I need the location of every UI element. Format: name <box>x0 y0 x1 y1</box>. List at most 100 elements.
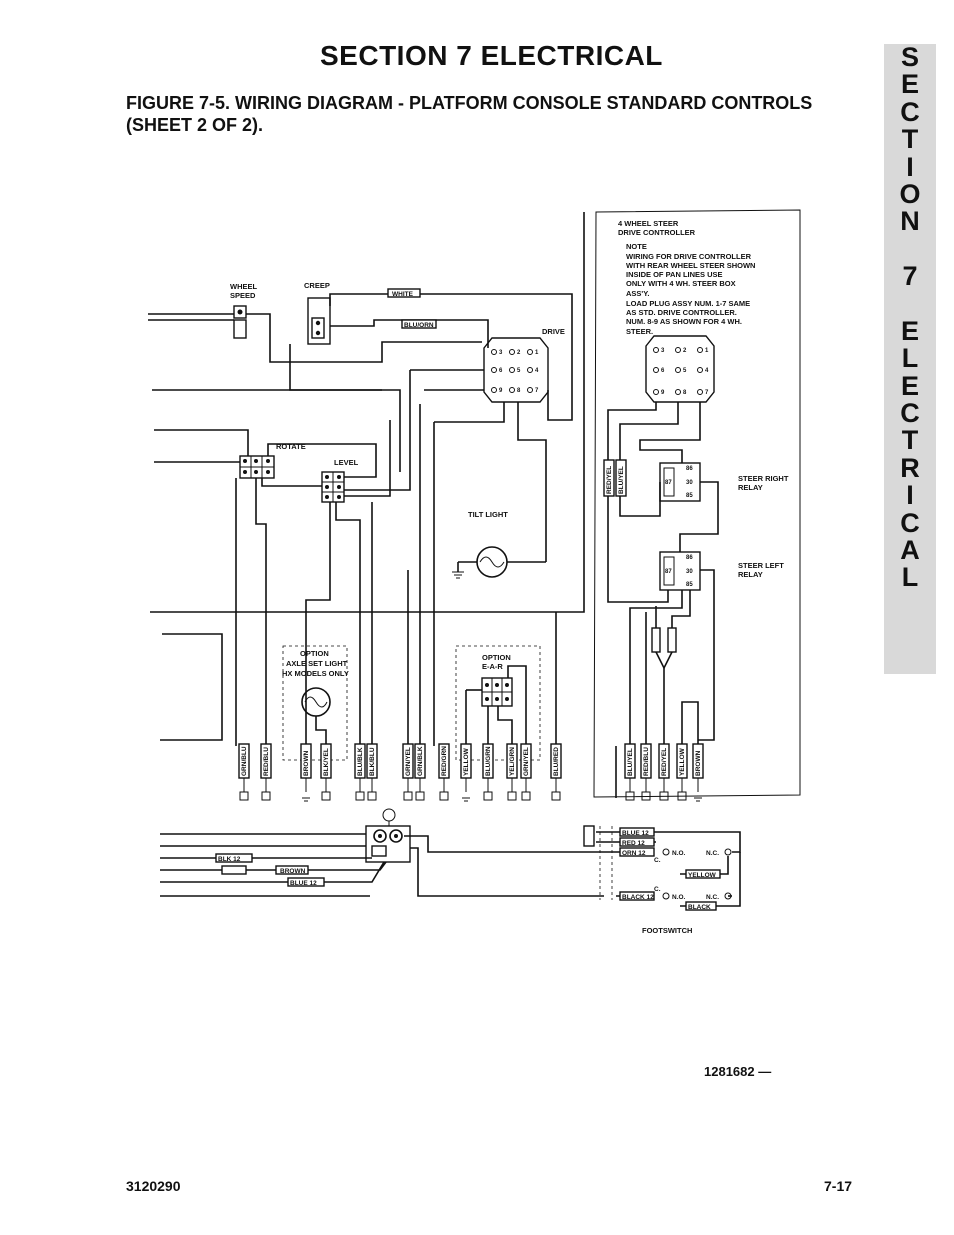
tilt-light <box>452 546 546 579</box>
svg-text:GRN/YEL: GRN/YEL <box>523 747 530 776</box>
svg-text:86: 86 <box>686 555 693 561</box>
svg-text:BROWN: BROWN <box>695 750 702 776</box>
footswitch-label: FOOTSWITCH <box>642 926 692 935</box>
svg-text:8: 8 <box>683 390 687 396</box>
option-axle-set-light: OPTION AXLE SET LIGHT HX MODELS ONLY <box>282 645 349 761</box>
side-tab-letter: I <box>906 480 914 511</box>
svg-text:OPTION: OPTION <box>482 653 511 662</box>
svg-text:BLK/YEL: BLK/YEL <box>323 748 330 776</box>
svg-text:NOTE: NOTE <box>626 242 647 251</box>
svg-text:YELLOW: YELLOW <box>463 747 470 776</box>
svg-text:ORN 12: ORN 12 <box>622 850 646 857</box>
steer-right-relay-label: RELAY <box>738 483 763 492</box>
svg-text:N.C.: N.C. <box>706 850 719 857</box>
svg-text:8: 8 <box>517 388 521 394</box>
svg-text:30: 30 <box>686 569 693 575</box>
svg-text:1: 1 <box>705 348 709 354</box>
svg-text:RED/YEL: RED/YEL <box>606 466 613 494</box>
svg-text:3: 3 <box>499 350 503 356</box>
footswitch-enclosure <box>599 826 613 900</box>
vertical-wire-tags: RED/YEL BLU/YEL <box>603 459 627 497</box>
svg-text:RED 12: RED 12 <box>622 840 645 847</box>
side-tab-letter: L <box>901 343 919 374</box>
drive-label: DRIVE <box>542 327 565 336</box>
wire-tag-yellow-2: YELLOW <box>676 743 688 779</box>
svg-text:2: 2 <box>517 350 521 356</box>
wire-tag-yel-grn: YEL/GRN <box>506 743 518 779</box>
side-tab-letter: O <box>899 178 921 209</box>
svg-text:HX MODELS ONLY: HX MODELS ONLY <box>282 669 349 678</box>
svg-text:BLU/ORN: BLU/ORN <box>404 322 434 329</box>
wire-tag-blu-red: BLU/RED <box>550 743 562 779</box>
svg-text:BLU/GRN: BLU/GRN <box>485 746 492 776</box>
svg-text:4: 4 <box>535 368 539 374</box>
svg-text:BLU/YEL: BLU/YEL <box>618 466 625 494</box>
svg-text:YEL/GRN: YEL/GRN <box>509 747 516 776</box>
side-tab-letter: C <box>900 398 920 429</box>
side-tab-letter: I <box>906 151 914 182</box>
section-side-tab: S E C T I O N 7 E L E C T R I C A L <box>884 42 936 674</box>
rotate-switch <box>239 455 275 479</box>
svg-text:3: 3 <box>661 348 665 354</box>
svg-text:E-A-R: E-A-R <box>482 662 503 671</box>
drive-controller: 3 2 1 6 5 4 9 8 7 <box>483 337 549 403</box>
wire-tag-red-blu: RED/BLU <box>260 743 272 779</box>
svg-text:86: 86 <box>686 466 693 472</box>
svg-text:WHITE: WHITE <box>392 291 414 298</box>
steer-controller: 3 2 1 6 5 4 9 8 7 <box>645 335 715 403</box>
wire-tag-blk-yel: BLK/YEL <box>320 743 332 779</box>
svg-text:BLK/BLU: BLK/BLU <box>369 747 376 776</box>
top-wire-tags: WHITE BLU/ORN <box>387 288 437 329</box>
four-wheel-steer-enclosure <box>593 209 801 798</box>
svg-text:RED/GRN: RED/GRN <box>441 746 448 776</box>
svg-text:BROWN: BROWN <box>303 750 310 776</box>
svg-text:N.O.: N.O. <box>672 850 686 857</box>
svg-text:LOAD PLUG ASSY NUM. 1-7 SAME: LOAD PLUG ASSY NUM. 1-7 SAME <box>626 299 750 308</box>
svg-text:85: 85 <box>686 582 693 588</box>
power-connector <box>365 808 411 863</box>
svg-text:YELLOW: YELLOW <box>679 747 686 776</box>
wire-tag-blu-grn: BLU/GRN <box>482 743 494 779</box>
drawing-number: 1281682 — <box>704 1064 772 1079</box>
svg-text:STEER.: STEER. <box>626 327 653 336</box>
steer-left-relay-label: RELAY <box>738 570 763 579</box>
svg-text:C.: C. <box>654 886 661 893</box>
wire-tag-red-blu-2: RED/BLU <box>640 743 652 779</box>
side-tab-letter: 7 <box>902 261 918 292</box>
svg-text:BROWN: BROWN <box>280 868 306 875</box>
svg-text:9: 9 <box>661 390 665 396</box>
level-switch <box>321 471 345 503</box>
svg-text:9: 9 <box>499 388 503 394</box>
svg-text:GRN/BLK: GRN/BLK <box>417 746 424 776</box>
note-text: NOTE WIRING FOR DRIVE CONTROLLER WITH RE… <box>626 242 755 336</box>
svg-text:C.: C. <box>654 857 661 864</box>
wire-tag-grn-blu: GRN/BLU <box>238 743 250 779</box>
side-tab-letter: S <box>900 42 919 72</box>
section-title: SECTION 7 ELECTRICAL <box>320 40 663 71</box>
svg-text:RED/BLU: RED/BLU <box>263 747 270 776</box>
steer-right-relay-label: STEER RIGHT <box>738 474 789 483</box>
steer-left-relay-label: STEER LEFT <box>738 561 784 570</box>
wire-tag-yellow: YELLOW <box>460 743 472 779</box>
wire-tag-grn-blk: GRN/BLK <box>414 743 426 779</box>
lower-wire-tags: BLK 12 BROWN BLUE 12 BLUE 12 RED 12 ORN … <box>215 825 721 911</box>
wiring-bottom <box>160 831 741 907</box>
svg-text:4: 4 <box>705 368 709 374</box>
tilt-light-label: TILT LIGHT <box>468 510 508 519</box>
side-tab-letter: L <box>901 562 919 593</box>
side-tab-letter: T <box>901 425 919 456</box>
svg-text:BLACK: BLACK <box>688 904 711 911</box>
svg-text:ONLY WITH 4 WH. STEER BOX: ONLY WITH 4 WH. STEER BOX <box>626 279 736 288</box>
figure-caption: FIGURE 7-5. WIRING DIAGRAM - PLATFORM CO… <box>126 93 813 135</box>
svg-text:OPTION: OPTION <box>300 649 329 658</box>
side-tab-letter: N <box>900 206 920 237</box>
svg-text:WIRING FOR DRIVE CONTROLLER: WIRING FOR DRIVE CONTROLLER <box>626 252 752 261</box>
wire-tag-brown-2: BROWN <box>692 743 704 779</box>
connector-pins <box>239 778 702 802</box>
wire-tag-brown: BROWN <box>300 743 312 779</box>
wiring-top <box>148 212 585 746</box>
svg-text:WITH REAR WHEEL STEER SHOWN: WITH REAR WHEEL STEER SHOWN <box>626 261 755 270</box>
svg-text:RED/YEL: RED/YEL <box>661 748 668 776</box>
svg-text:N.O.: N.O. <box>672 894 686 901</box>
